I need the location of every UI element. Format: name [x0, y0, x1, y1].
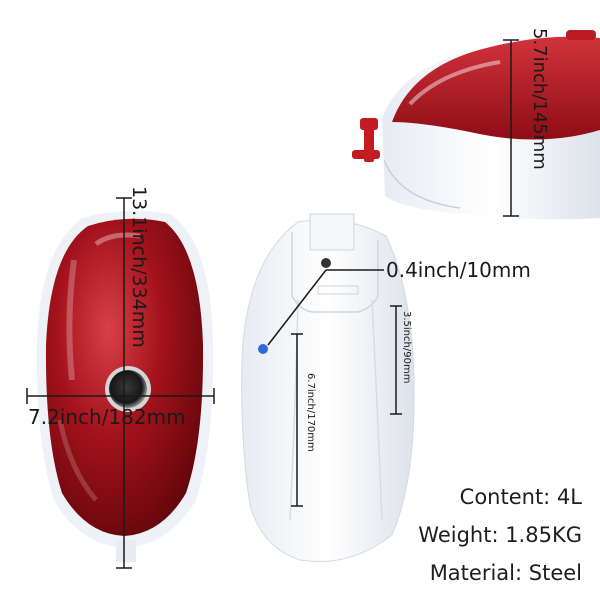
- bracket-dimension-label: 3.5inch/90mm: [401, 311, 412, 384]
- length-dimension-label: 13.1inch/334mm: [128, 186, 150, 348]
- tank-bottom-view: [241, 213, 415, 563]
- spec-list: Content: 4L Weight: 1.85KG Material: Ste…: [418, 478, 582, 592]
- fuel-outlet-icon: [258, 344, 268, 354]
- fuel-cap-icon: [105, 366, 151, 412]
- tank-top-view: [36, 210, 214, 562]
- width-dimension-label: 7.2inch/182mm: [28, 405, 186, 429]
- spec-content: Content: 4L: [459, 485, 582, 509]
- dimension-lines: [26, 39, 519, 569]
- hole-dimension-label: 0.4inch/10mm: [386, 258, 531, 282]
- tank-side-view: [352, 30, 600, 220]
- spec-material: Material: Steel: [429, 561, 582, 585]
- fuel-petcock-icon: [352, 118, 380, 162]
- spec-weight: Weight: 1.85KG: [418, 523, 582, 547]
- height-dimension-label: 5.7inch/145mm: [529, 28, 550, 170]
- inner-dimension-label: 6.7inch/170mm: [305, 373, 316, 452]
